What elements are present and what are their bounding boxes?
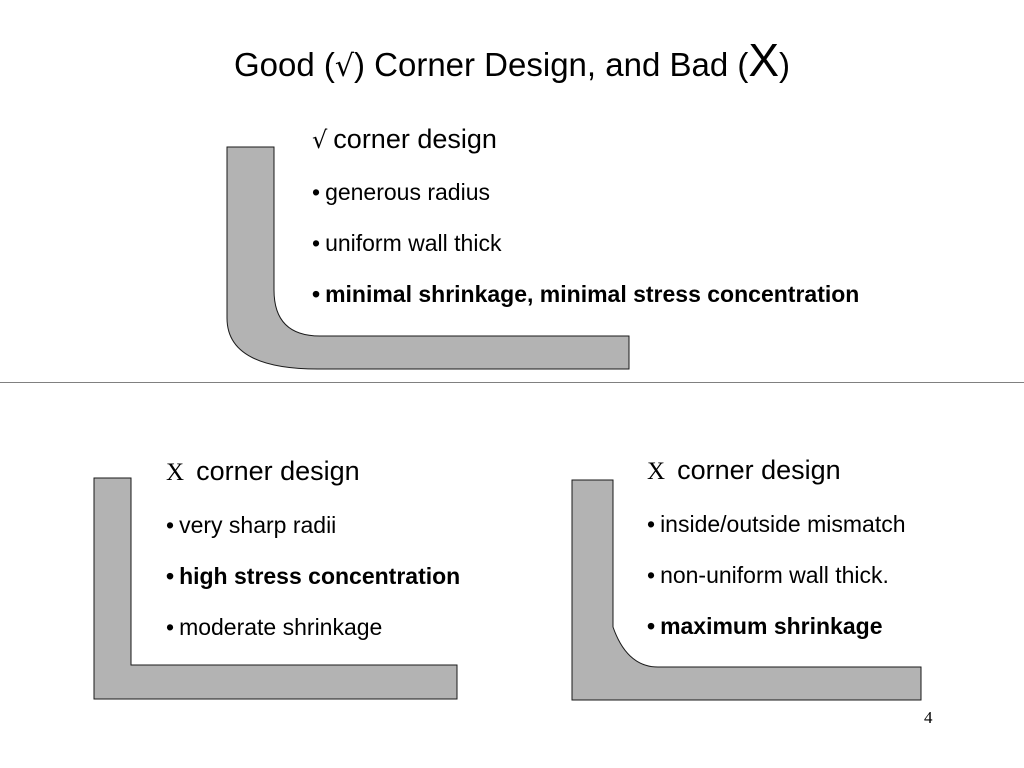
heading-label: corner design [196,456,360,486]
bullet-icon: • [647,613,656,639]
list-item: •generous radius [312,179,491,205]
list-item: •inside/outside mismatch [647,511,906,537]
good-corner-shape [226,146,630,370]
x-mark-icon: X [647,458,666,485]
bullet-icon: • [312,179,321,205]
good-design-heading: √corner design [312,122,859,157]
list-item: •minimal shrinkage, minimal stress conce… [312,281,860,307]
list-item: •non-uniform wall thick. [647,562,889,588]
mismatch-corner-shape [571,479,922,701]
heading-label: corner design [677,455,841,485]
x-mark-icon: X [166,459,185,486]
list-item: •very sharp radii [166,512,337,538]
title-middle-text: ) Corner Design, and Bad ( [353,46,749,83]
good-design-text: √corner design •generous radius •uniform… [312,122,859,308]
bullet-icon: • [312,230,321,256]
page-number: 4 [924,708,933,727]
list-item: •moderate shrinkage [166,614,383,640]
list-item: •high stress concentration [166,563,461,589]
section-divider [0,382,1024,383]
heading-label: corner design [333,124,497,154]
list-item: •uniform wall thick [312,230,502,256]
bullet-icon: • [647,562,656,588]
slide-title: Good (√) Corner Design, and Bad (X) [0,34,1024,93]
check-icon: √ [334,49,354,84]
bullet-icon: • [166,614,175,640]
title-good-prefix: Good ( [233,46,335,83]
bullet-icon: • [166,512,175,538]
x-mark-icon: X [748,34,780,86]
list-item: •maximum shrinkage [647,613,883,639]
bullet-icon: • [647,511,656,537]
title-suffix: ) [779,46,791,83]
sharp-corner-shape [93,477,458,700]
bullet-icon: • [166,563,175,589]
bullet-icon: • [312,281,321,307]
check-icon: √ [312,126,328,154]
